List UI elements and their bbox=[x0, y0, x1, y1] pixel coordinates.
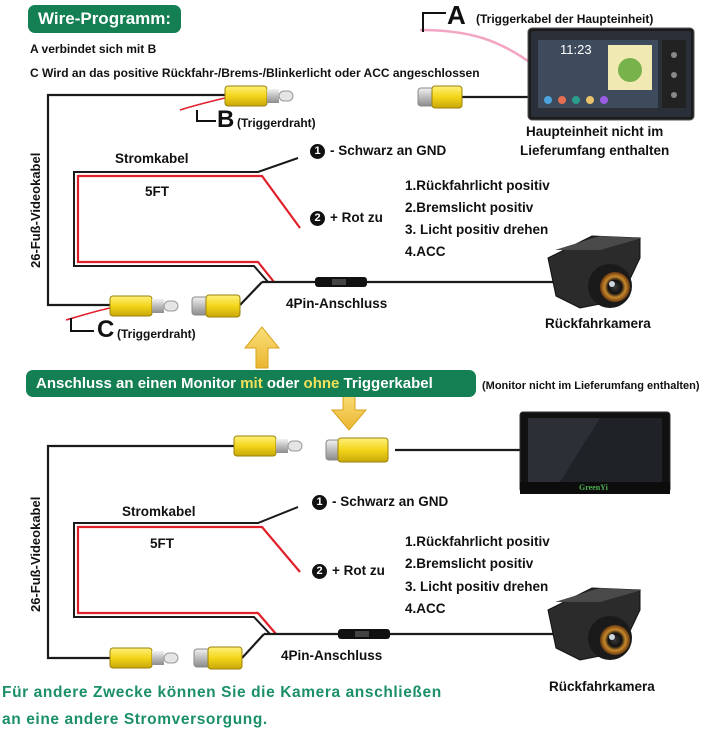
headunit-note-line1: Haupteinheit nicht im bbox=[526, 124, 664, 139]
arrow-down bbox=[330, 391, 368, 431]
bottom-wire2-label: 2 + Rot zu bbox=[312, 563, 385, 579]
letter-b: B bbox=[217, 106, 235, 133]
bottom-wire1-number-icon: 1 bbox=[312, 495, 327, 510]
banner-text-mid: oder bbox=[262, 375, 304, 392]
top-option-2: 2.Bremslicht positiv bbox=[405, 200, 534, 215]
top-wire2-number-icon: 2 bbox=[310, 211, 325, 226]
top-video-cable bbox=[46, 93, 225, 307]
top-rca-jack-headunit bbox=[417, 85, 463, 109]
top-option-3: 3. Licht positiv drehen bbox=[405, 222, 549, 237]
top-rca-jack-camera bbox=[191, 294, 241, 318]
top-option-4: 4.ACC bbox=[405, 244, 446, 259]
bottom-power-red bbox=[76, 525, 301, 635]
bottom-wire1-label: 1 - Schwarz an GND bbox=[312, 494, 448, 510]
monitor-brand: GreenYi bbox=[579, 483, 608, 492]
bottom-video-cable-label: 26-Fuß-Videokabel bbox=[28, 496, 43, 612]
letter-a: A bbox=[447, 0, 466, 30]
top-video-cable-label: 26-Fuß-Videokabel bbox=[28, 152, 43, 268]
top-length-label: 5FT bbox=[145, 184, 170, 199]
arrow-c-icon bbox=[70, 318, 94, 332]
arrow-b-icon bbox=[196, 110, 216, 122]
monitor-connection-banner: Anschluss an einen Monitor mit oder ohne… bbox=[26, 370, 476, 397]
wire-program-title: Wire-Programm: bbox=[28, 5, 182, 33]
top-wire1-text: - Schwarz an GND bbox=[330, 143, 447, 158]
bottom-option-3: 3. Licht positiv drehen bbox=[405, 579, 549, 594]
top-power-red bbox=[76, 174, 301, 283]
bottom-length-label: 5FT bbox=[150, 536, 175, 551]
top-trigger-b-wire bbox=[179, 97, 226, 111]
top-power-cable-label: Stromkabel bbox=[115, 151, 189, 166]
bottom-rca-plug-left bbox=[109, 647, 179, 669]
top-trigger-c-wire bbox=[65, 307, 111, 321]
banner-text-post: Triggerkabel bbox=[339, 375, 433, 392]
bottom-option-2: 2.Bremslicht positiv bbox=[405, 556, 534, 571]
top-camera bbox=[547, 235, 642, 309]
top-wire2-label: 2 + Rot zu bbox=[310, 210, 383, 226]
banner-text-pre: Anschluss an einen Monitor bbox=[36, 375, 241, 392]
bottom-power-black bbox=[73, 506, 299, 635]
top-option-1: 1.Rückfahrlicht positiv bbox=[405, 178, 550, 193]
headunit-time: 11:23 bbox=[560, 42, 592, 57]
bottom-diagram bbox=[46, 444, 560, 660]
bottom-wire1-text: - Schwarz an GND bbox=[332, 494, 449, 509]
top-pink-trigger bbox=[419, 28, 536, 68]
top-wire1-label: 1 - Schwarz an GND bbox=[310, 143, 446, 159]
wire-program-line-c: C Wird an das positive Rückfahr-/Brems-/… bbox=[30, 66, 480, 80]
arrow-up bbox=[243, 326, 281, 369]
top-rca-plug-b bbox=[224, 85, 294, 107]
footer-line-2: an eine andere Stromversorgung. bbox=[2, 711, 268, 728]
bottom-video-cable bbox=[46, 444, 234, 660]
top-wire2-text: + Rot zu bbox=[330, 210, 383, 225]
monitor bbox=[519, 411, 671, 494]
top-camera-label: Rückfahrkamera bbox=[545, 316, 651, 331]
headunit-note-line2: Lieferumfang enthalten bbox=[520, 143, 670, 158]
bottom-connector-label: 4Pin-Anschluss bbox=[281, 648, 383, 663]
trigger-b-label: (Triggerdraht) bbox=[237, 116, 316, 130]
bottom-option-1: 1.Rückfahrlicht positiv bbox=[405, 534, 550, 549]
bottom-rca-jack-camera bbox=[193, 646, 243, 670]
trigger-c-label: (Triggerdraht) bbox=[117, 327, 196, 341]
top-power-black bbox=[73, 157, 299, 283]
bottom-power-cable-label: Stromkabel bbox=[122, 504, 196, 519]
bottom-camera-label: Rückfahrkamera bbox=[549, 679, 655, 694]
bottom-option-4: 4.ACC bbox=[405, 601, 446, 616]
banner-text-mit: mit bbox=[240, 375, 263, 392]
bottom-rca-plug-top bbox=[233, 435, 303, 457]
bottom-rca-jack-monitor bbox=[325, 437, 389, 463]
footer-line-1: Für andere Zwecke können Sie die Kamera … bbox=[2, 684, 442, 701]
top-connector-label: 4Pin-Anschluss bbox=[286, 296, 388, 311]
banner-text-ohne: ohne bbox=[303, 375, 340, 392]
top-diagram bbox=[46, 28, 560, 321]
monitor-note: (Monitor nicht im Lieferumfang enthalten… bbox=[482, 380, 700, 392]
letter-c: C bbox=[97, 316, 115, 343]
bottom-wire2-text: + Rot zu bbox=[332, 563, 385, 578]
trigger-main-label: (Triggerkabel der Haupteinheit) bbox=[476, 12, 654, 26]
arrow-a-icon bbox=[422, 12, 446, 32]
top-rca-plug-c bbox=[109, 295, 179, 317]
wire-program-line-a: A verbindet sich mit B bbox=[30, 42, 157, 56]
bottom-camera bbox=[547, 587, 642, 661]
head-unit bbox=[527, 27, 695, 121]
top-wire1-number-icon: 1 bbox=[310, 144, 325, 159]
bottom-wire2-number-icon: 2 bbox=[312, 564, 327, 579]
